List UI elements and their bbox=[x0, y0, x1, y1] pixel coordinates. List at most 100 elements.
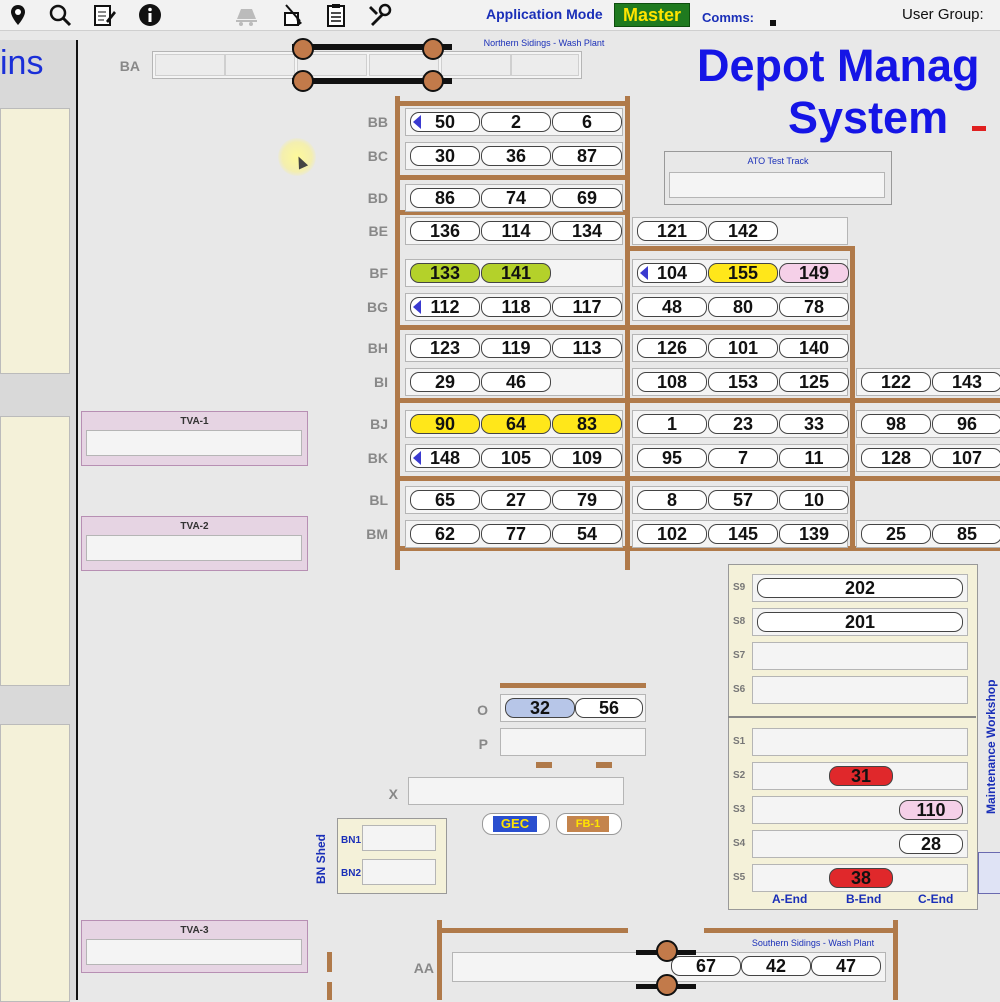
train-car[interactable]: 201 bbox=[757, 612, 963, 632]
train-car[interactable]: 109 bbox=[552, 448, 622, 468]
workshop-road-s7[interactable] bbox=[752, 642, 968, 670]
train-car[interactable]: 153 bbox=[708, 372, 778, 392]
siding-bn1[interactable] bbox=[362, 825, 436, 851]
train-car[interactable]: 2 bbox=[481, 112, 551, 132]
train-car[interactable]: 77 bbox=[481, 524, 551, 544]
train-car[interactable]: 69 bbox=[552, 188, 622, 208]
edit-notes-icon[interactable] bbox=[90, 1, 118, 29]
train-car[interactable]: 128 bbox=[861, 448, 931, 468]
ato-test-track[interactable]: ATO Test Track bbox=[664, 151, 892, 205]
workshop-gear-icon[interactable] bbox=[978, 852, 1000, 894]
train-car[interactable]: 112 bbox=[410, 297, 480, 317]
train-car[interactable]: 54 bbox=[552, 524, 622, 544]
train-car[interactable]: 31 bbox=[829, 766, 893, 786]
train-car[interactable]: 8 bbox=[637, 490, 707, 510]
train-car[interactable]: 10 bbox=[779, 490, 849, 510]
train-car[interactable]: 47 bbox=[811, 956, 881, 976]
trains-list-card[interactable] bbox=[0, 724, 70, 1002]
train-car[interactable]: 119 bbox=[481, 338, 551, 358]
train-car[interactable]: 105 bbox=[481, 448, 551, 468]
train-car[interactable]: 101 bbox=[708, 338, 778, 358]
workshop-road-s6[interactable] bbox=[752, 676, 968, 704]
train-car[interactable]: 107 bbox=[932, 448, 1000, 468]
train-icon[interactable] bbox=[232, 1, 260, 29]
workshop-road-s9[interactable]: 202 bbox=[752, 574, 968, 602]
workshop-road-s5[interactable]: 38 bbox=[752, 864, 968, 892]
train-car[interactable]: 155 bbox=[708, 263, 778, 283]
train-car[interactable]: 79 bbox=[552, 490, 622, 510]
siding-ba[interactable] bbox=[152, 51, 582, 79]
train-car[interactable]: 98 bbox=[861, 414, 931, 434]
train-car[interactable]: 110 bbox=[899, 800, 963, 820]
trains-list-card[interactable] bbox=[0, 108, 70, 374]
train-car[interactable]: 126 bbox=[637, 338, 707, 358]
clipboard-icon[interactable] bbox=[322, 1, 350, 29]
train-car[interactable]: 1 bbox=[637, 414, 707, 434]
gec-tag[interactable]: GEC bbox=[482, 813, 550, 835]
siding-o[interactable]: 32 56 bbox=[500, 694, 646, 722]
trains-list-card[interactable] bbox=[0, 416, 70, 686]
tva-3[interactable]: TVA-3 bbox=[81, 920, 308, 973]
train-car[interactable]: 134 bbox=[552, 221, 622, 241]
train-car[interactable]: 32 bbox=[505, 698, 575, 718]
train-car[interactable]: 30 bbox=[410, 146, 480, 166]
train-car[interactable]: 25 bbox=[861, 524, 931, 544]
train-car[interactable]: 57 bbox=[708, 490, 778, 510]
train-car[interactable]: 86 bbox=[410, 188, 480, 208]
fb1-tag[interactable]: FB-1 bbox=[556, 813, 622, 835]
info-icon[interactable] bbox=[136, 1, 164, 29]
tools-icon[interactable] bbox=[366, 1, 394, 29]
train-car[interactable]: 56 bbox=[575, 698, 643, 718]
train-car[interactable]: 83 bbox=[552, 414, 622, 434]
train-car[interactable]: 143 bbox=[932, 372, 1000, 392]
train-car[interactable]: 29 bbox=[410, 372, 480, 392]
train-car[interactable]: 114 bbox=[481, 221, 551, 241]
train-car[interactable]: 149 bbox=[779, 263, 849, 283]
train-car[interactable]: 27 bbox=[481, 490, 551, 510]
train-car[interactable]: 96 bbox=[932, 414, 1000, 434]
train-car[interactable]: 145 bbox=[708, 524, 778, 544]
train-car[interactable]: 74 bbox=[481, 188, 551, 208]
workshop-road-s8[interactable]: 201 bbox=[752, 608, 968, 636]
workshop-road-s1[interactable] bbox=[752, 728, 968, 756]
tva-1[interactable]: TVA-1 bbox=[81, 411, 308, 466]
train-car[interactable]: 64 bbox=[481, 414, 551, 434]
app-mode-value[interactable]: Master bbox=[614, 3, 690, 27]
train-car[interactable]: 123 bbox=[410, 338, 480, 358]
train-car[interactable]: 121 bbox=[637, 221, 707, 241]
train-car[interactable]: 87 bbox=[552, 146, 622, 166]
train-car[interactable]: 80 bbox=[708, 297, 778, 317]
train-car[interactable]: 139 bbox=[779, 524, 849, 544]
siding-bn2[interactable] bbox=[362, 859, 436, 885]
train-car[interactable]: 7 bbox=[708, 448, 778, 468]
tva-2[interactable]: TVA-2 bbox=[81, 516, 308, 571]
train-car[interactable]: 78 bbox=[779, 297, 849, 317]
train-car[interactable]: 67 bbox=[671, 956, 741, 976]
train-car[interactable]: 95 bbox=[637, 448, 707, 468]
train-car[interactable]: 136 bbox=[410, 221, 480, 241]
train-car[interactable]: 148 bbox=[410, 448, 480, 468]
train-car[interactable]: 90 bbox=[410, 414, 480, 434]
train-car[interactable]: 6 bbox=[552, 112, 622, 132]
